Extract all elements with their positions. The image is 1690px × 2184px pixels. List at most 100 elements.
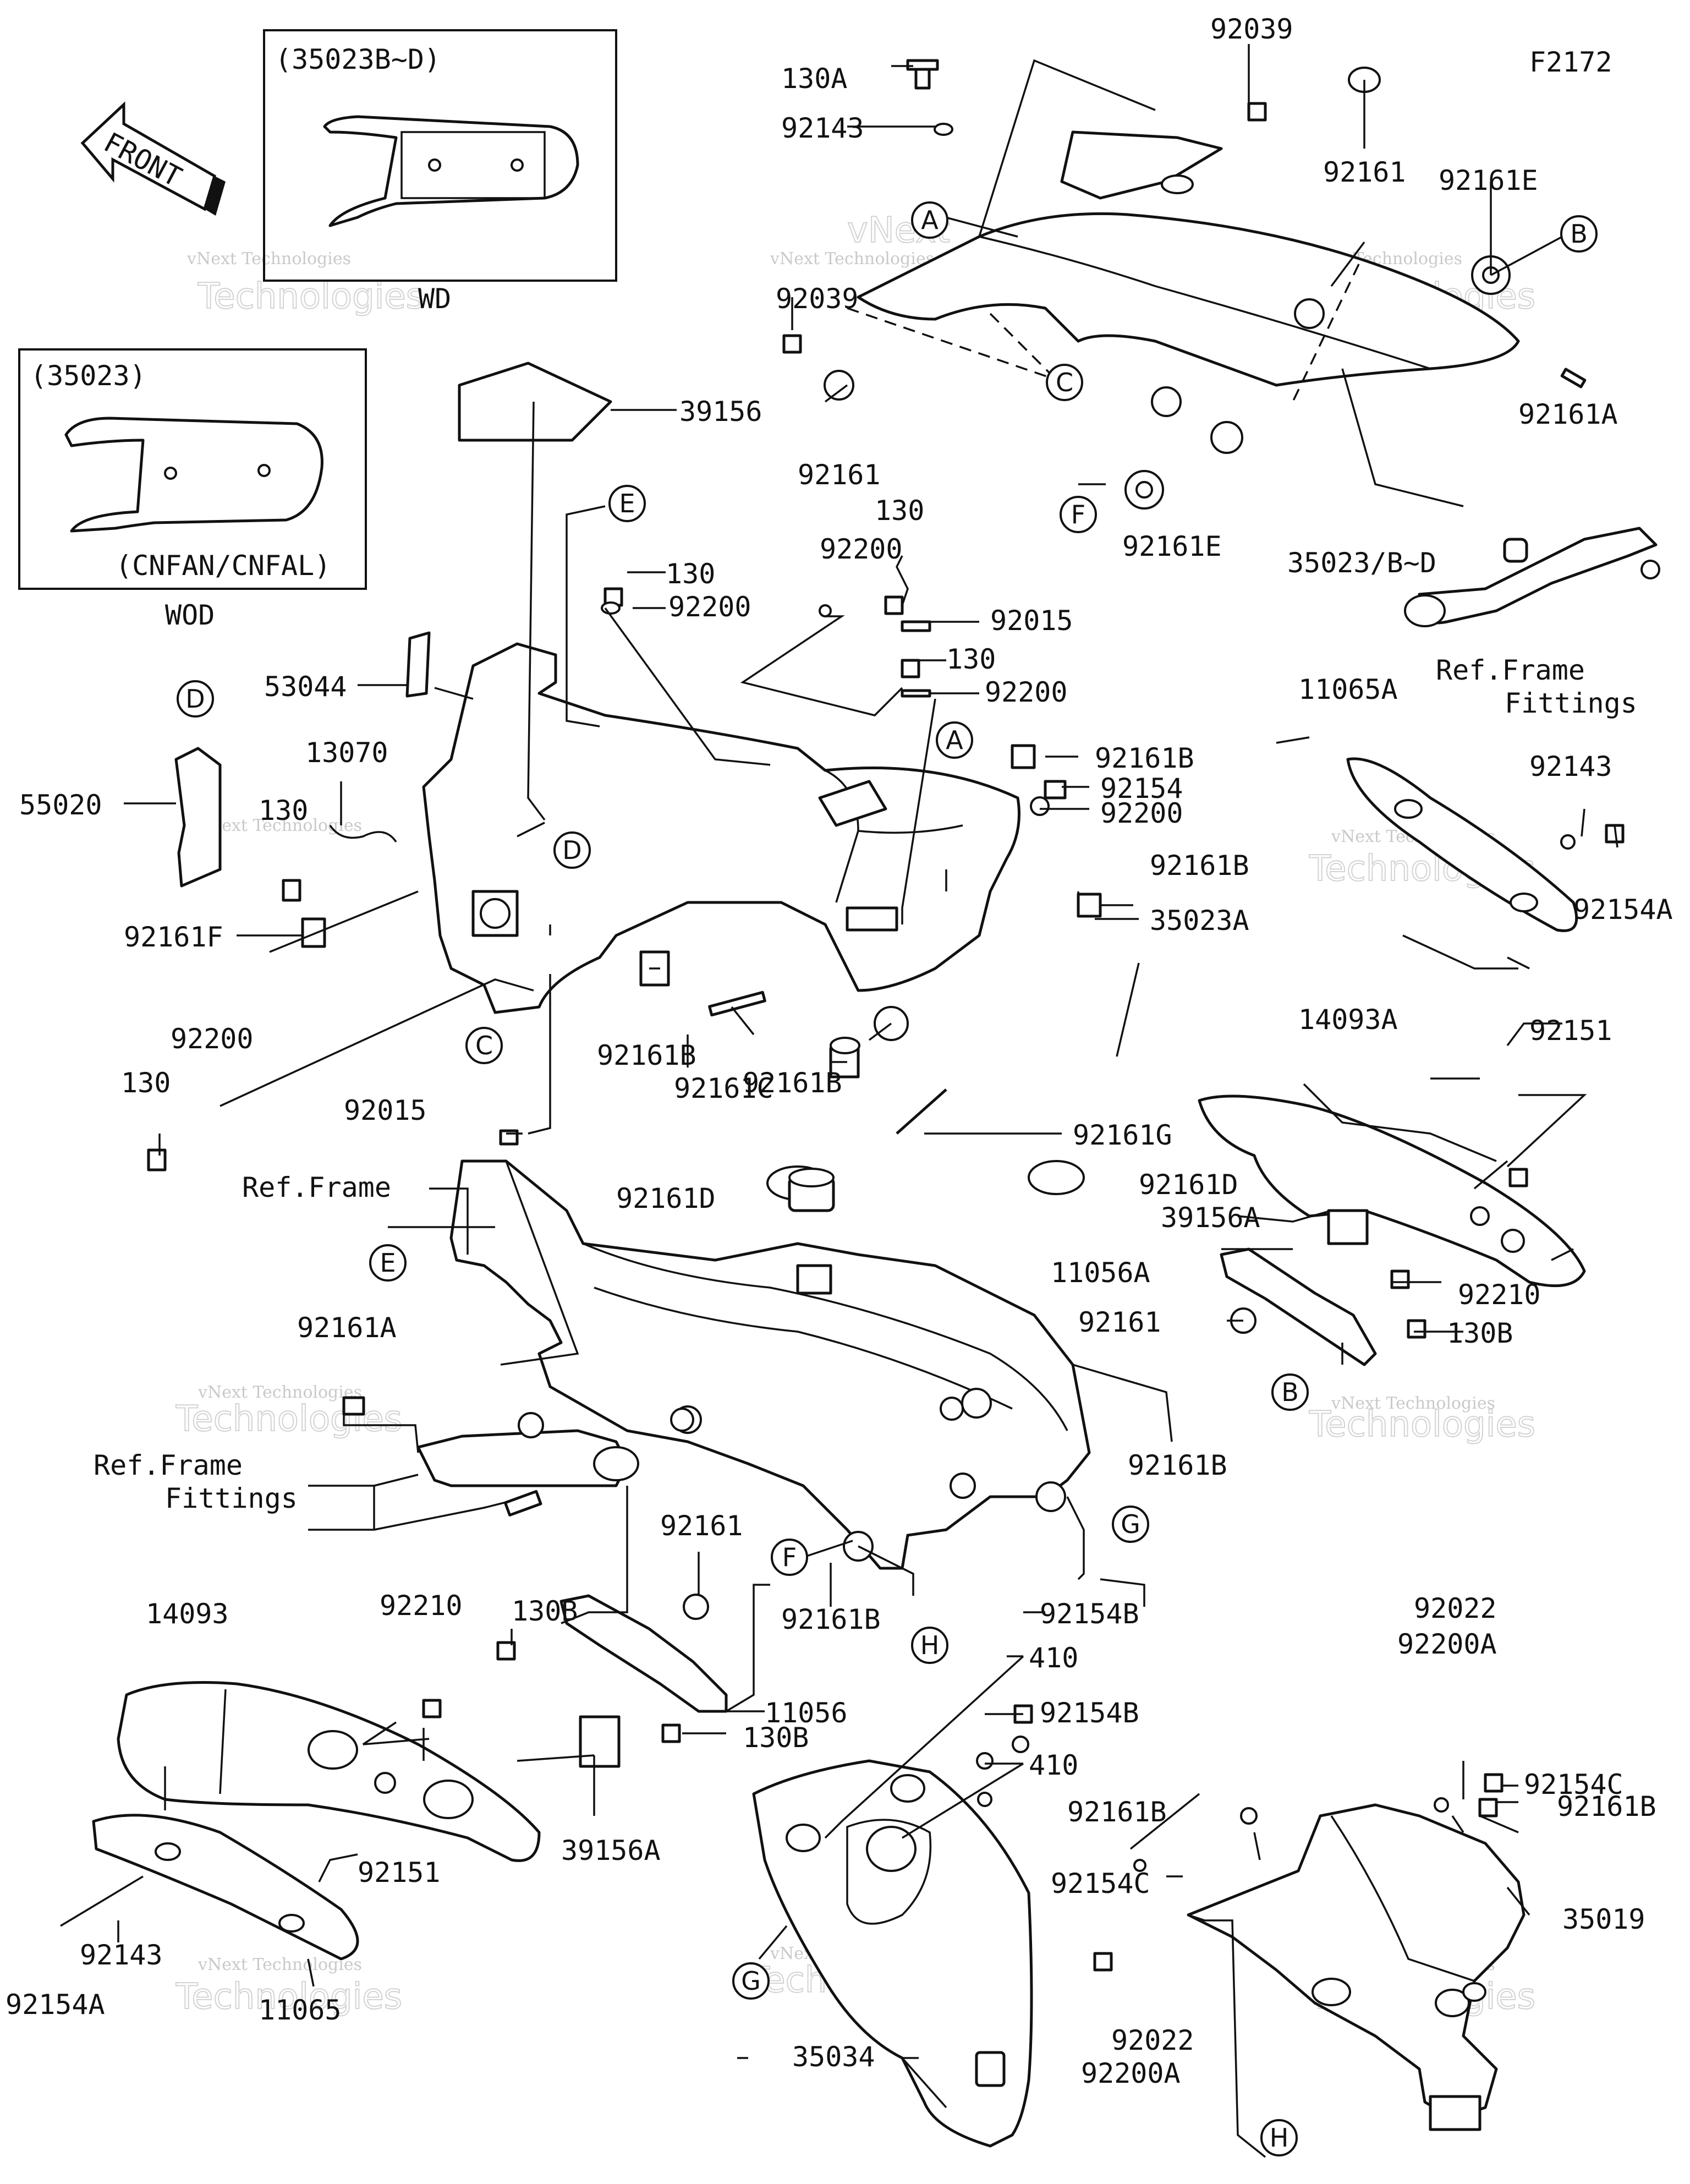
- part-label: 410: [1029, 1642, 1078, 1674]
- rear-fender-35019: [1093, 1773, 1526, 2131]
- part-label: 92154B: [1040, 1697, 1139, 1729]
- part-label: 92015: [344, 1094, 427, 1126]
- part-label: 11056: [765, 1697, 848, 1729]
- circle-ref-H-1: H: [911, 1627, 948, 1664]
- part-label: 92154C: [1051, 1868, 1150, 1900]
- ref-frame-fittings-label-right-1: Ref.Frame: [1436, 654, 1585, 686]
- watermark-text: vNext Technologies: [197, 1955, 362, 1974]
- circle-ref-B-2: B: [1271, 1373, 1309, 1411]
- lower-fender-35034: [752, 1704, 1033, 2148]
- part-label: 92161D: [616, 1183, 716, 1214]
- watermark-text: vNext Technologies: [770, 249, 934, 269]
- part-label: 92154: [1100, 773, 1183, 804]
- part-label: 35034: [792, 2041, 875, 2073]
- part-label: 92161B: [1128, 1449, 1227, 1481]
- part-label: 92022: [1414, 1592, 1497, 1624]
- part-label: 14093A: [1298, 1004, 1398, 1036]
- part-label: 35023/B~D: [1287, 547, 1436, 579]
- part-label: 13070: [305, 737, 388, 769]
- inset-wd-caption: WD: [418, 283, 451, 315]
- ref-frame-label: Ref.Frame: [242, 1172, 391, 1203]
- front-arrow-icon: FRONT: [80, 101, 226, 216]
- circle-ref-F-1: F: [1060, 496, 1097, 533]
- part-label: 92154A: [1573, 894, 1673, 926]
- circle-ref-C-1: C: [1046, 364, 1083, 401]
- svg-text:B: B: [1570, 219, 1588, 249]
- rear-frame: [449, 1159, 1091, 1570]
- circle-ref-B-1: B: [1560, 215, 1598, 253]
- part-label: 92200: [1100, 797, 1183, 829]
- part-label: 92161: [798, 459, 881, 491]
- part-label: 92154C: [1524, 1769, 1623, 1800]
- part-label: 92143: [781, 112, 864, 144]
- ref-frame-fittings-label-right-2: Fittings: [1505, 687, 1637, 719]
- circle-ref-G-2: G: [732, 1962, 770, 2000]
- strip-53044: [405, 631, 431, 698]
- part-label: 410: [1029, 1749, 1078, 1781]
- part-label: 35019: [1562, 1903, 1645, 1935]
- circle-ref-D-1: D: [177, 680, 214, 718]
- svg-text:H: H: [1270, 2123, 1289, 2153]
- side-cover-14093A: [1198, 1094, 1586, 1289]
- circle-ref-C-2: C: [465, 1027, 503, 1064]
- inset-wod-variant: (CNFAN/CNFAL): [116, 550, 331, 582]
- inset-wod-caption: WOD: [165, 599, 215, 631]
- part-label: 92161B: [781, 1603, 881, 1635]
- part-label: 92151: [1529, 1015, 1612, 1047]
- part-label: 39156A: [1161, 1202, 1260, 1234]
- plate-55020: [174, 747, 222, 888]
- svg-text:E: E: [619, 489, 635, 518]
- rear-fender-upper: [847, 130, 1520, 454]
- part-label: 92200: [985, 676, 1068, 708]
- svg-text:D: D: [185, 684, 205, 714]
- inset-wod-header: (35023): [30, 360, 146, 392]
- part-label: 11056A: [1051, 1257, 1150, 1289]
- fender-bracket-upper: [1060, 130, 1223, 200]
- part-label: 35023A: [1150, 905, 1249, 937]
- part-label: 92161B: [743, 1067, 842, 1099]
- part-label: 92151: [358, 1857, 441, 1889]
- part-label: 92143: [80, 1939, 163, 1971]
- part-label: 55020: [19, 789, 102, 821]
- part-label: 92200A: [1397, 1628, 1497, 1660]
- part-label: 14093: [146, 1598, 229, 1630]
- circle-ref-A-2: A: [936, 721, 973, 759]
- circle-ref-E-2: E: [369, 1244, 407, 1282]
- part-label: 11065: [259, 1994, 342, 2026]
- circle-ref-D-2: D: [553, 831, 591, 869]
- part-label: 92161E: [1122, 530, 1222, 562]
- part-label: 92200A: [1081, 2057, 1181, 2089]
- part-labels: 130A 92143 92039 92039 92161 92161 92161…: [6, 13, 1673, 2089]
- circle-ref-F-2: F: [771, 1539, 808, 1576]
- part-label: 92161B: [1150, 850, 1249, 882]
- part-label: 130B: [512, 1595, 578, 1627]
- watermark-text: Technologies: [197, 276, 424, 317]
- part-label: 92161D: [1139, 1169, 1238, 1201]
- watermark-text: Technologies: [175, 1399, 402, 1439]
- rear-fender-wod-icon: [64, 417, 323, 533]
- bracket-11056A: [1220, 1247, 1426, 1366]
- part-label: 92161: [1323, 156, 1406, 188]
- circle-ref-H-2: H: [1260, 2119, 1298, 2156]
- part-label: 92143: [1529, 751, 1612, 782]
- svg-text:E: E: [380, 1248, 396, 1278]
- part-label: 92200: [820, 533, 903, 565]
- part-label: 92015: [990, 605, 1073, 637]
- rear-inner-fender-35023A: [422, 642, 1020, 1041]
- part-label: 39156A: [561, 1835, 661, 1866]
- part-label: 130: [875, 495, 924, 527]
- svg-text:D: D: [562, 835, 581, 865]
- circle-ref-G-1: G: [1112, 1506, 1149, 1543]
- svg-text:G: G: [741, 1966, 761, 1996]
- part-label: 130B: [743, 1722, 809, 1754]
- part-label: 11065A: [1298, 674, 1398, 705]
- part-label: 92200: [668, 591, 751, 623]
- part-label: 130B: [1447, 1317, 1513, 1349]
- svg-text:B: B: [1281, 1377, 1299, 1407]
- svg-text:G: G: [1121, 1509, 1140, 1539]
- part-label: 92161: [660, 1510, 743, 1542]
- part-label: 92161F: [124, 921, 223, 953]
- pad-39156: [458, 362, 612, 442]
- part-label: 92161A: [297, 1312, 397, 1344]
